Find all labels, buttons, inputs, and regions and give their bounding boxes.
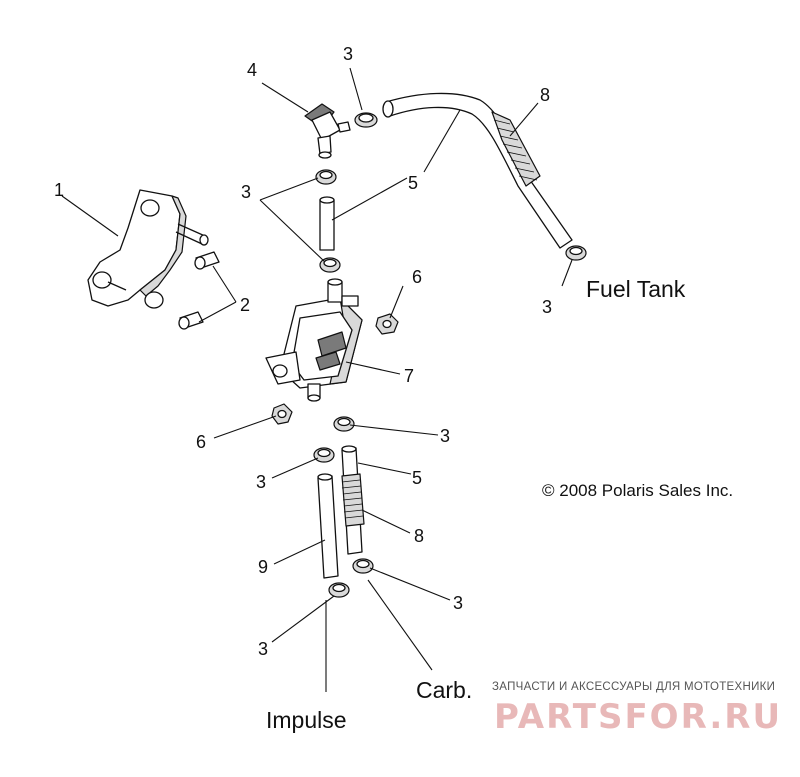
- callout-8-upper: 8: [540, 85, 550, 105]
- callout-5-upper: 5: [408, 173, 418, 193]
- hose-impulse: [317, 473, 339, 579]
- callout-3-fuel-tank: 3: [542, 297, 552, 317]
- hose-upper-short: [319, 196, 335, 251]
- callout-2: 2: [240, 295, 250, 315]
- callout-6-lower: 6: [196, 432, 206, 452]
- clamp-lower-right-top: [333, 416, 355, 432]
- clamp-lower-right-bottom: [352, 558, 374, 574]
- protective-sleeve-lower: [341, 473, 365, 527]
- label-carb: Carb.: [416, 677, 472, 703]
- watermark: ЗАПЧАСТИ И АКСЕССУАРЫ ДЛЯ МОТОТЕХНИКИ PA…: [492, 681, 782, 737]
- clamp-lower-left-bottom: [328, 582, 350, 598]
- watermark-brand: PARTSFOR.RU: [494, 697, 782, 737]
- callout-9: 9: [258, 557, 268, 577]
- callout-8-lower: 8: [414, 526, 424, 546]
- clamp-upper-hose-bottom: [319, 257, 341, 273]
- hose-fuel-tank: [382, 92, 573, 249]
- protective-sleeve-upper: [491, 111, 541, 187]
- callout-6-upper: 6: [412, 267, 422, 287]
- fuel-pump: [265, 278, 363, 402]
- callout-5-lower: 5: [412, 468, 422, 488]
- watermark-tagline: ЗАПЧАСТИ И АКСЕССУАРЫ ДЛЯ МОТОТЕХНИКИ: [492, 681, 775, 693]
- label-fuel-tank: Fuel Tank: [586, 276, 686, 302]
- callout-3-lower-right-bottom: 3: [453, 593, 463, 613]
- callout-3-lower-left-bottom: 3: [258, 639, 268, 659]
- leader-lines: [61, 67, 573, 692]
- clamp-fuel-tank: [565, 245, 587, 261]
- callout-numbers: 1 2 3 3 3 3 3 3 3 4 5 5 6 6 7 8 8 9: [54, 44, 552, 659]
- bolt-upper: [194, 251, 220, 270]
- callout-1: 1: [54, 180, 64, 200]
- callout-3-top: 3: [343, 44, 353, 64]
- callout-3-upper-left: 3: [241, 182, 251, 202]
- callout-3-lower-left-top: 3: [256, 472, 266, 492]
- callout-3-lower-right-top: 3: [440, 426, 450, 446]
- nut-upper: [375, 313, 399, 335]
- clamp-lower-left-top: [313, 447, 335, 463]
- clamp-upper-hose-top: [315, 169, 337, 185]
- clamp-top: [354, 112, 378, 128]
- callout-4: 4: [247, 60, 257, 80]
- mounting-bracket: [87, 189, 209, 309]
- fuel-valve: [304, 103, 351, 159]
- callout-7: 7: [404, 366, 414, 386]
- copyright-notice: © 2008 Polaris Sales Inc.: [542, 481, 733, 500]
- bolt-lower: [178, 311, 204, 330]
- nut-lower: [271, 403, 293, 425]
- label-impulse: Impulse: [266, 707, 347, 733]
